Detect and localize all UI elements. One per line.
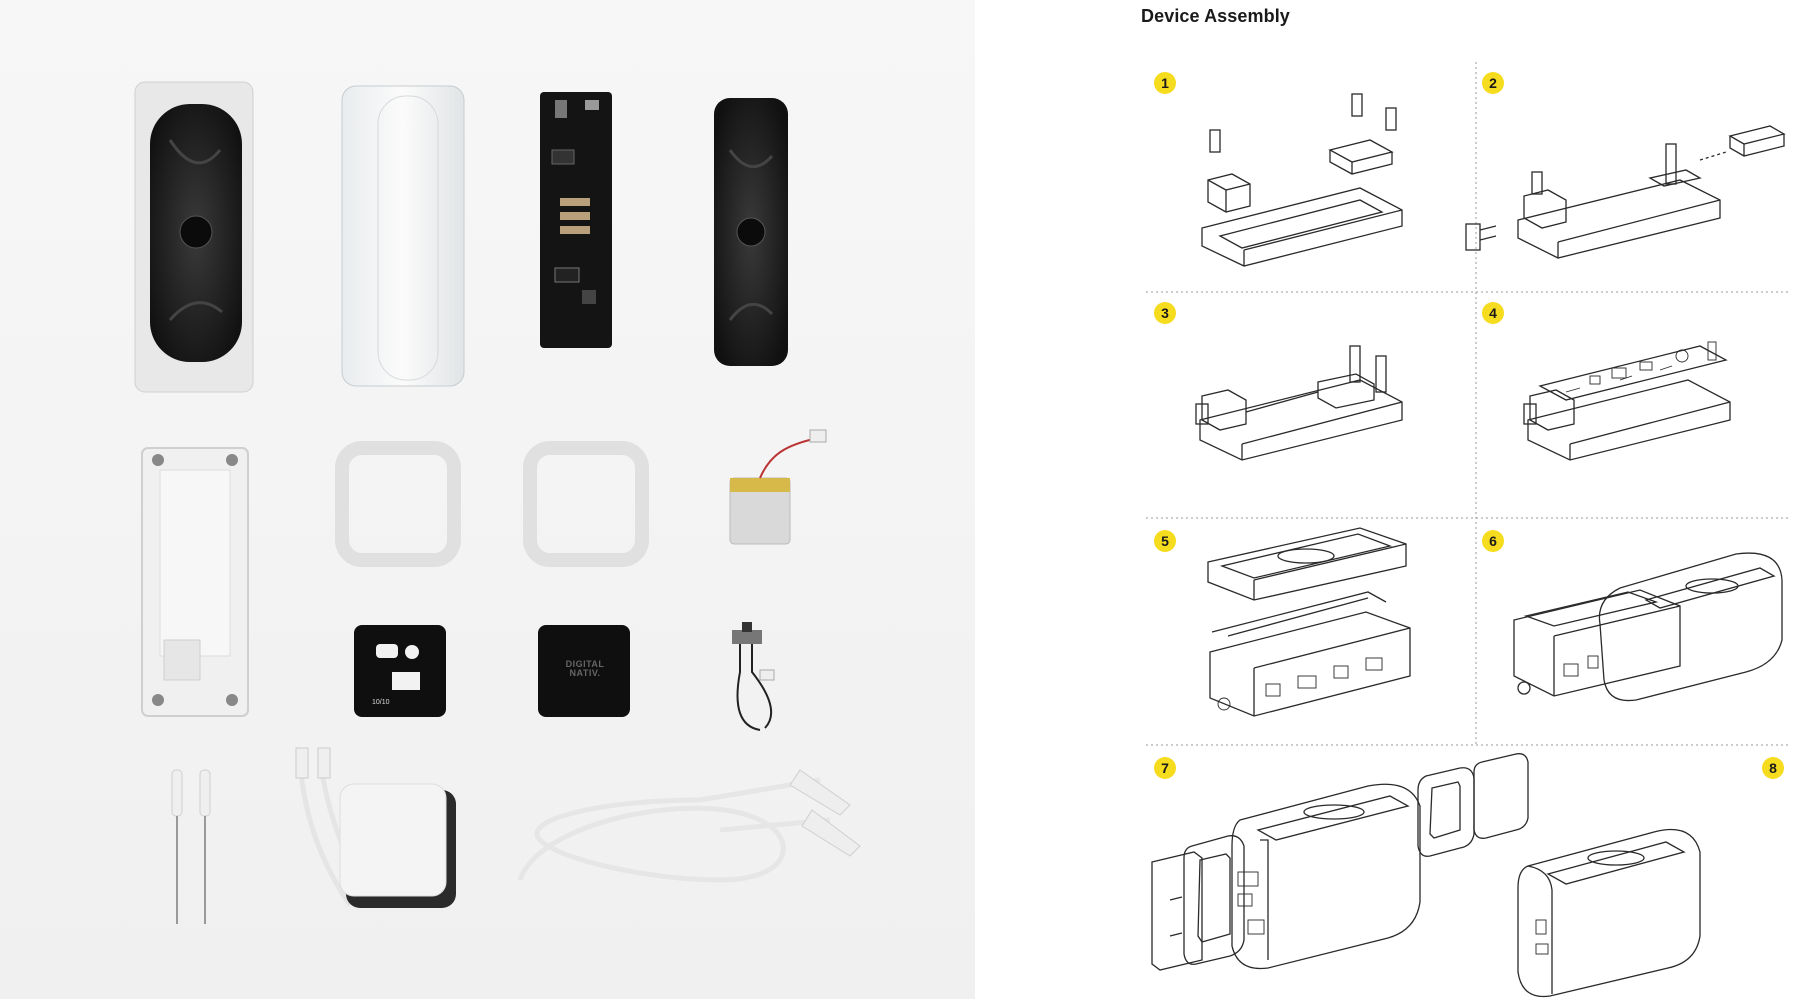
step-3-drawing — [1195, 345, 1403, 461]
step-5-badge: 5 — [1154, 530, 1176, 552]
slide-switch — [732, 622, 775, 731]
assembly-title: Device Assembly — [1141, 6, 1290, 26]
clip-cable — [517, 769, 861, 883]
step-1-drawing — [1201, 93, 1403, 267]
circuit-board — [540, 92, 612, 348]
step-5-drawing — [1207, 527, 1411, 717]
step-8-badge: 8 — [1762, 757, 1784, 779]
pad-electrode — [295, 747, 456, 908]
step-1-badge: 1 — [1154, 72, 1176, 94]
step-2-badge: 2 — [1482, 72, 1504, 94]
speaker — [714, 98, 788, 366]
step-6-drawing — [1513, 552, 1783, 702]
step-4-drawing — [1523, 341, 1731, 461]
step-8-drawing — [1517, 828, 1701, 998]
end-cover-front — [538, 625, 630, 717]
components-photo: DIGITAL NATIV. 10/10 — [0, 0, 975, 999]
step-3-badge: 3 — [1154, 302, 1176, 324]
battery — [729, 429, 827, 545]
step-4-badge: 4 — [1482, 302, 1504, 324]
components-illustration — [134, 81, 861, 924]
needle-electrodes — [171, 769, 211, 924]
grid-dividers — [1146, 62, 1790, 746]
cover-serial-text: 10/10 — [372, 699, 390, 706]
step-2-drawing — [1465, 125, 1786, 259]
end-rings — [335, 441, 649, 567]
inner-frame — [141, 447, 249, 717]
step-6-badge: 6 — [1482, 530, 1504, 552]
clear-shell — [341, 85, 465, 387]
speaker-in-housing — [134, 81, 254, 393]
cover-brand-text: DIGITAL NATIV. — [565, 659, 605, 678]
assembly-panel: Device Assembly 1 2 — [1120, 0, 1800, 999]
step-7-drawing — [1151, 753, 1529, 971]
end-cover-rear — [354, 625, 446, 717]
step-7-badge: 7 — [1154, 757, 1176, 779]
